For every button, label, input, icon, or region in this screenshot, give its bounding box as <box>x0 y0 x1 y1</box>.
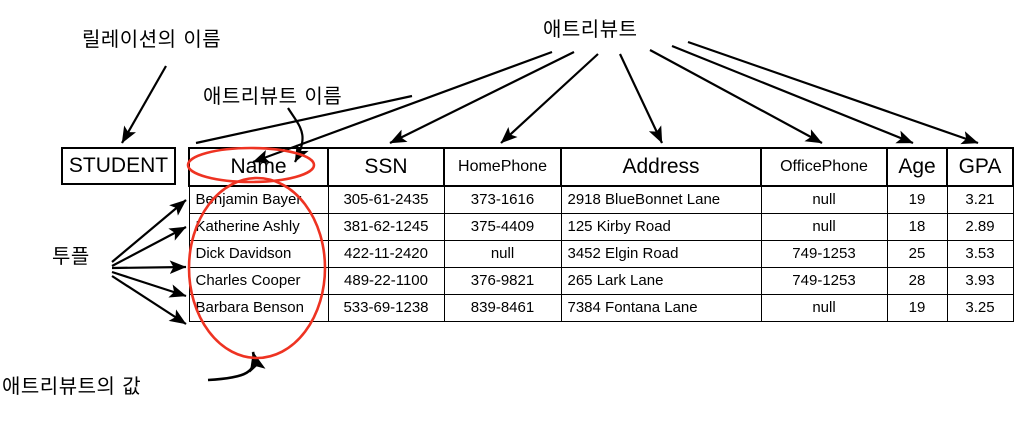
relation-name-label: STUDENT <box>68 154 169 177</box>
cell-officephone: null <box>760 293 888 322</box>
table-row: Charles Cooper 489-22-1100 376-9821 265 … <box>188 266 1014 295</box>
cell-gpa: 3.21 <box>946 185 1014 214</box>
cell-address: 2918 BlueBonnet Lane <box>560 185 762 214</box>
cell-name: Katherine Ashly <box>188 212 329 241</box>
cell-name: Charles Cooper <box>188 266 329 295</box>
arrow-attribute-to-ssn <box>389 51 575 144</box>
cell-homephone: 375-4409 <box>443 212 562 241</box>
cell-age: 19 <box>886 293 948 322</box>
relation-table: Name SSN HomePhone Address OfficePhone A… <box>188 147 1014 322</box>
cell-homephone: 373-1616 <box>443 185 562 214</box>
cell-gpa: 2.89 <box>946 212 1014 241</box>
annotation-attributes: 애트리뷰트 <box>543 17 638 41</box>
cell-address: 7384 Fontana Lane <box>560 293 762 322</box>
cell-ssn: 381-62-1245 <box>327 212 445 241</box>
cell-ssn: 422-11-2420 <box>327 239 445 268</box>
cell-homephone: 839-8461 <box>443 293 562 322</box>
column-header-age: Age <box>886 147 948 187</box>
column-header-gpa: GPA <box>946 147 1014 187</box>
cell-age: 18 <box>886 212 948 241</box>
table-row: Barbara Benson 533-69-1238 839-8461 7384… <box>188 293 1014 322</box>
cell-officephone: 749-1253 <box>760 239 888 268</box>
cell-officephone: null <box>760 185 888 214</box>
arrow-tuple-row-1 <box>111 199 187 263</box>
arrow-attribute-to-gpa <box>687 40 979 145</box>
cell-address: 125 Kirby Road <box>560 212 762 241</box>
arrow-attribute-to-officephone <box>649 49 823 144</box>
annotation-attribute-values: 애트리뷰트의 값 <box>2 374 142 398</box>
relation-name-box: STUDENT <box>61 147 176 185</box>
cell-name: Benjamin Bayer <box>188 185 329 214</box>
arrow-attribute-to-address <box>619 53 663 144</box>
arrow-attribute-to-homephone <box>500 53 599 144</box>
arrow-tuple-row-2 <box>111 226 187 267</box>
cell-name: Barbara Benson <box>188 293 329 322</box>
arrow-tuple-row-4 <box>111 270 187 298</box>
column-header-officephone: OfficePhone <box>760 147 888 187</box>
cell-age: 25 <box>886 239 948 268</box>
table-row: Katherine Ashly 381-62-1245 375-4409 125… <box>188 212 1014 241</box>
cell-officephone: 749-1253 <box>760 266 888 295</box>
annotation-attribute-name: 애트리뷰트 이름 <box>203 84 343 108</box>
column-header-name: Name <box>188 147 329 187</box>
cell-address: 3452 Elgin Road <box>560 239 762 268</box>
annotation-relation-name: 릴레이션의 이름 <box>82 27 222 51</box>
cell-gpa: 3.25 <box>946 293 1014 322</box>
cell-homephone: 376-9821 <box>443 266 562 295</box>
cell-ssn: 305-61-2435 <box>327 185 445 214</box>
table-row: Benjamin Bayer 305-61-2435 373-1616 2918… <box>188 185 1014 214</box>
cell-address: 265 Lark Lane <box>560 266 762 295</box>
cell-age: 28 <box>886 266 948 295</box>
cell-ssn: 489-22-1100 <box>327 266 445 295</box>
cell-homephone: null <box>443 239 562 268</box>
annotation-tuple: 투플 <box>52 244 90 268</box>
column-header-ssn: SSN <box>327 147 445 187</box>
cell-name: Dick Davidson <box>188 239 329 268</box>
cell-officephone: null <box>760 212 888 241</box>
column-header-homephone: HomePhone <box>443 147 562 187</box>
arrow-attribute-to-age <box>671 44 914 145</box>
cell-gpa: 3.93 <box>946 266 1014 295</box>
table-header-row: Name SSN HomePhone Address OfficePhone A… <box>188 147 1014 187</box>
cell-gpa: 3.53 <box>946 239 1014 268</box>
cell-ssn: 533-69-1238 <box>327 293 445 322</box>
arrow-tuple-row-3 <box>111 260 187 275</box>
cell-age: 19 <box>886 185 948 214</box>
table-row: Dick Davidson 422-11-2420 null 3452 Elgi… <box>188 239 1014 268</box>
column-header-address: Address <box>560 147 762 187</box>
arrow-tuple-row-5 <box>111 275 187 325</box>
arrow-attribute-values <box>207 351 266 382</box>
arrow-relation-name <box>121 65 167 144</box>
